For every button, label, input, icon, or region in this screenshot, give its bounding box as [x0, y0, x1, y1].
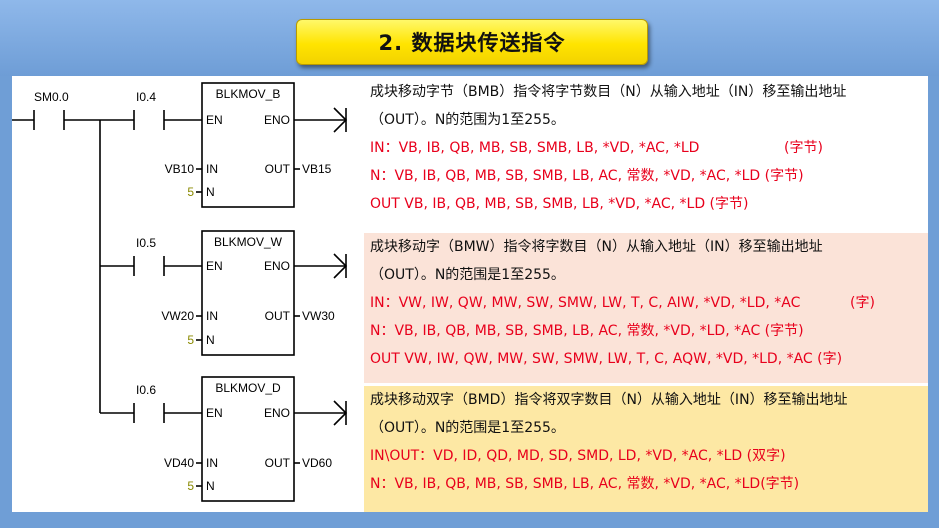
bmw-description: 成块移动字（BMW）指令将字数目（N）从输入地址（IN）移至输出地址 （OUT）…: [364, 233, 928, 383]
in-pin: IN: [206, 456, 218, 470]
out-pin: OUT: [265, 456, 291, 470]
contact-label: I0.5: [136, 236, 156, 250]
power-contact-label: SM0.0: [34, 90, 69, 104]
block-name: BLKMOV_B: [216, 87, 281, 101]
out-operand: VB15: [302, 162, 332, 176]
in-pin: IN: [206, 309, 218, 323]
desc-line-n: N：VB, IB, QB, MB, SB, SMB, LB, AC, 常数, *…: [370, 323, 804, 339]
n-value: 5: [187, 479, 194, 493]
desc-line-text: IN：VW, IW, QW, MW, SW, SMW, LW, T, C, AI…: [370, 295, 801, 311]
block-name: BLKMOV_D: [215, 381, 281, 395]
desc-line-tag: (字节): [784, 140, 823, 156]
desc-line: 成块移动字（BMW）指令将字数目（N）从输入地址（IN）移至输出地址: [370, 239, 823, 255]
en-pin: EN: [206, 113, 223, 127]
in-operand: VB10: [165, 162, 195, 176]
contact-label: I0.6: [136, 383, 156, 397]
out-pin: OUT: [265, 162, 291, 176]
desc-line: 成块移动双字（BMD）指令将双字数目（N）从输入地址（IN）移至输出地址: [370, 392, 848, 408]
desc-line-in: IN：VB, IB, QB, MB, SB, SMB, LB, *VD, *AC…: [364, 134, 928, 162]
bmb-description: 成块移动字节（BMB）指令将字节数目（N）从输入地址（IN）移至输出地址 （OU…: [364, 78, 928, 229]
desc-line-tag: (字): [850, 295, 875, 311]
block-name: BLKMOV_W: [214, 235, 283, 249]
out-pin: OUT: [265, 309, 291, 323]
out-operand: VD60: [302, 456, 332, 470]
out-operand: VW30: [302, 309, 335, 323]
n-value: 5: [187, 185, 194, 199]
footer-band: [0, 512, 939, 528]
slide-title: 2. 数据块传送指令: [296, 19, 648, 65]
desc-line-text: IN：VB, IB, QB, MB, SB, SMB, LB, *VD, *AC…: [370, 140, 700, 156]
desc-line-out: OUT VB, IB, QB, MB, SB, SMB, LB, *VD, *A…: [370, 196, 749, 212]
desc-line: （OUT）。N的范围为1至255。: [370, 112, 565, 128]
desc-line: （OUT）。N的范围是1至255。: [370, 267, 565, 283]
eno-pin: ENO: [264, 113, 290, 127]
eno-pin: ENO: [264, 406, 290, 420]
eno-pin: ENO: [264, 259, 290, 273]
n-value: 5: [187, 333, 194, 347]
bmd-description: 成块移动双字（BMD）指令将双字数目（N）从输入地址（IN）移至输出地址 （OU…: [364, 386, 928, 512]
desc-line-n: N：VB, IB, QB, MB, SB, SMB, LB, AC, 常数, *…: [370, 476, 800, 492]
in-operand: VD40: [164, 456, 194, 470]
desc-line: （OUT）。N的范围是1至255。: [370, 420, 565, 436]
desc-line-inout: IN\OUT：VD, ID, QD, MD, SD, SMD, LD, *VD,…: [370, 448, 786, 464]
n-pin: N: [206, 185, 215, 199]
in-operand: VW20: [161, 309, 194, 323]
ladder-diagram: SM0.0 I0.4 BLKMOV_B EN ENO IN OUT N VB10…: [12, 82, 348, 502]
desc-line-out: OUT VW, IW, QW, MW, SW, SMW, LW, T, C, A…: [370, 351, 843, 367]
n-pin: N: [206, 333, 215, 347]
en-pin: EN: [206, 406, 223, 420]
contact-label: I0.4: [136, 90, 156, 104]
desc-line-n: N：VB, IB, QB, MB, SB, SMB, LB, AC, 常数, *…: [370, 168, 804, 184]
desc-line-in: IN：VW, IW, QW, MW, SW, SMW, LW, T, C, AI…: [364, 289, 928, 317]
in-pin: IN: [206, 162, 218, 176]
desc-line: 成块移动字节（BMB）指令将字节数目（N）从输入地址（IN）移至输出地址: [370, 84, 847, 100]
n-pin: N: [206, 479, 215, 493]
en-pin: EN: [206, 259, 223, 273]
